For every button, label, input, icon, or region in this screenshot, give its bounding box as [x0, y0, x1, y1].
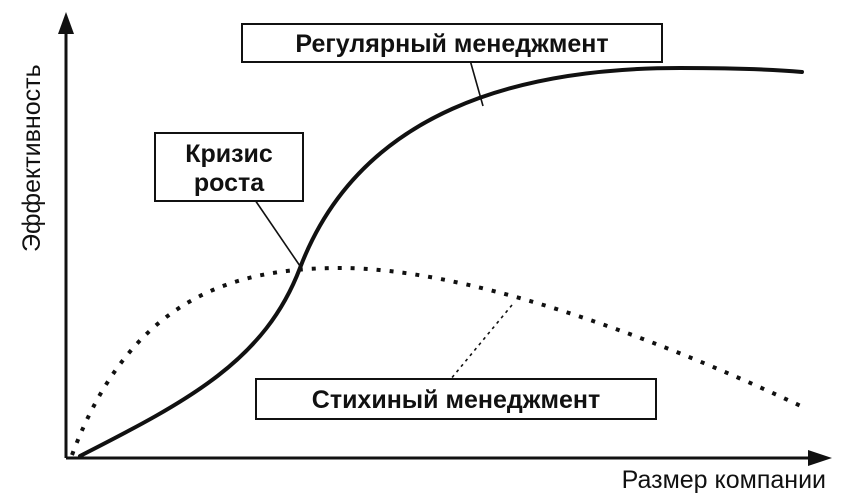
regular-management-curve: [78, 65, 804, 458]
crisis-leader-line: [254, 199, 301, 267]
regular-management-callout: Регулярный менеджмент: [241, 23, 663, 63]
spontaneous-callout-box: [255, 378, 657, 420]
spontaneous-management-curve: [70, 265, 806, 456]
regular-callout-label: Регулярный менеджмент: [295, 30, 608, 58]
spontaneous-leader-line: [449, 304, 513, 381]
growth-crisis-callout: Кризис роста: [154, 132, 304, 202]
crisis-callout-line1: Кризис: [185, 140, 273, 168]
x-axis-label: Размер компании: [622, 466, 826, 494]
spontaneous-management-callout: Стихиный менеджмент: [255, 378, 657, 420]
spontaneous-callout-label: Стихиный менеджмент: [312, 386, 600, 414]
y-axis-label: Эффективность: [18, 64, 46, 252]
regular-leader-line: [469, 59, 484, 107]
x-axis-arrowhead: [808, 450, 832, 466]
regular-callout-box: [241, 23, 663, 63]
crisis-callout-box: [154, 132, 304, 202]
y-axis-arrowhead: [58, 12, 74, 34]
crisis-callout-line2: роста: [194, 169, 265, 197]
